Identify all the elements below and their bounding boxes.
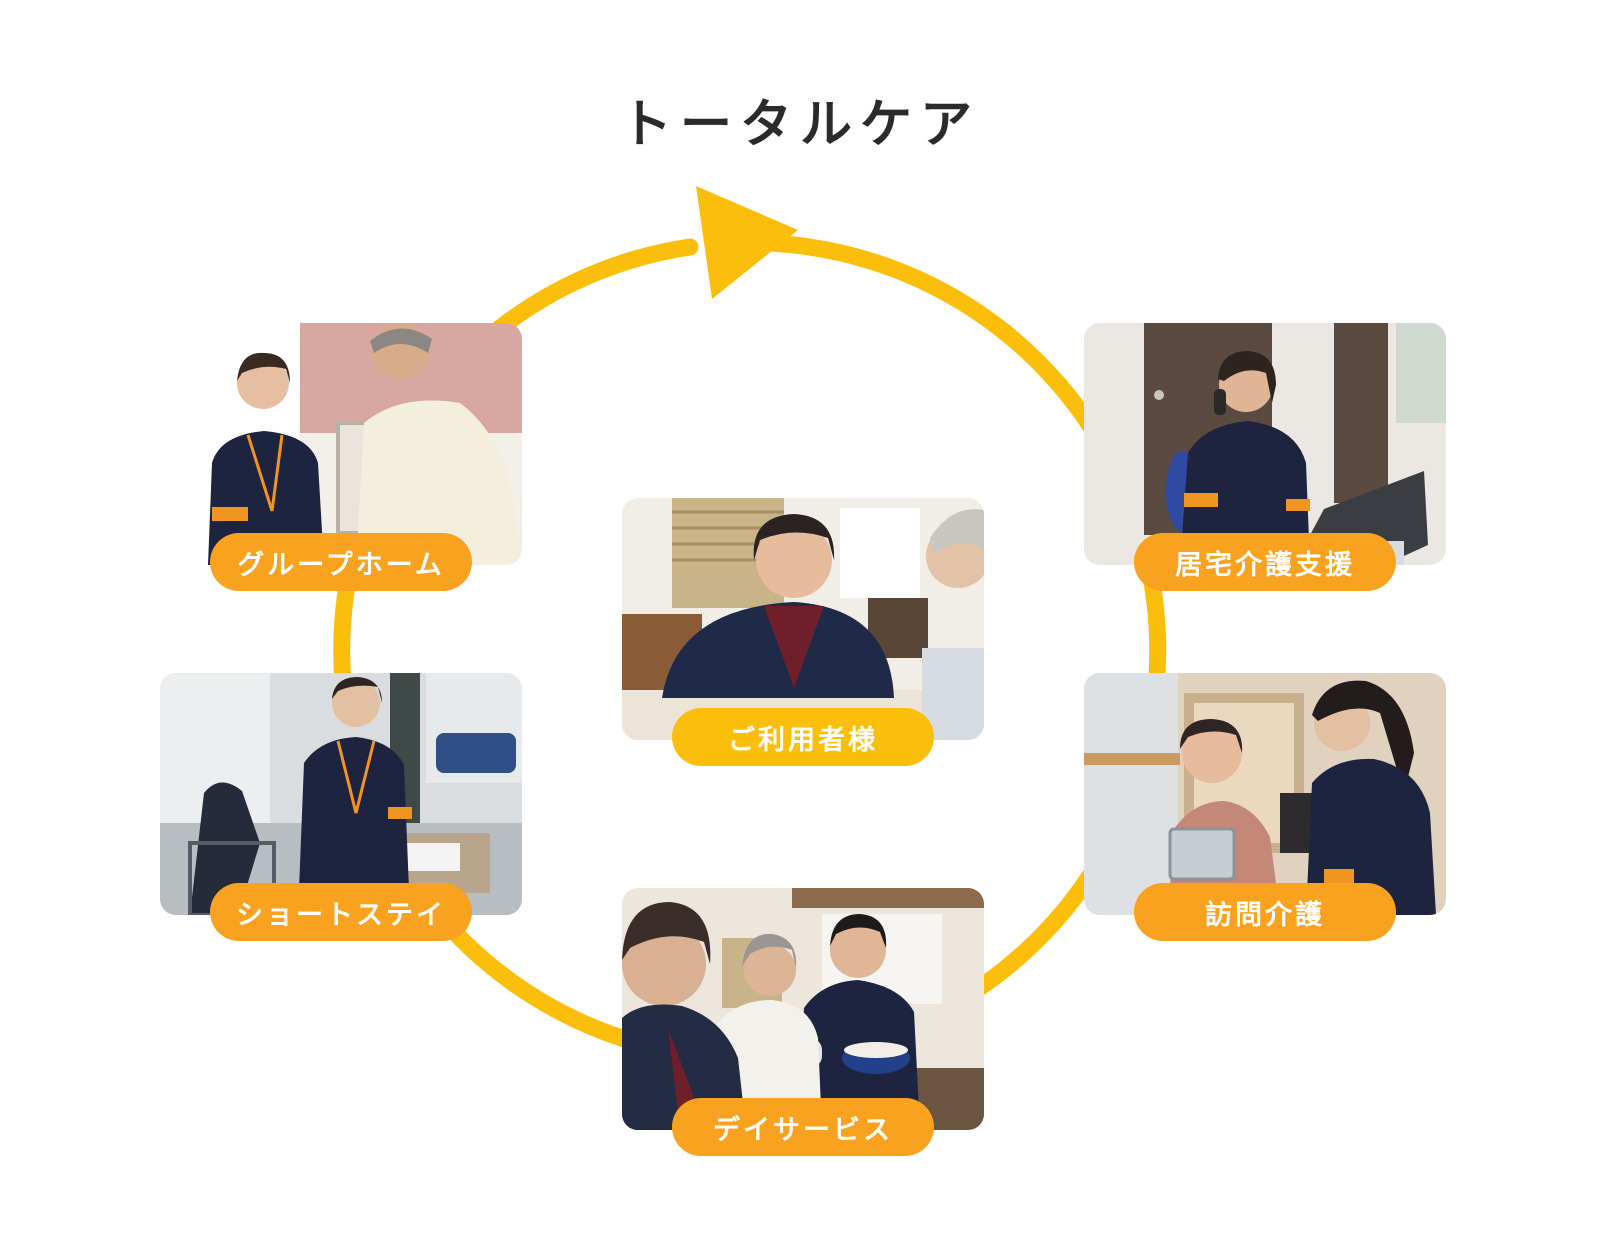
label-home-visit-care: 訪問介護	[1134, 883, 1396, 941]
label-day-service: デイサービス	[672, 1098, 934, 1156]
node-short-stay[interactable]: ショートステイ	[160, 673, 522, 941]
label-home-care-support: 居宅介護支援	[1134, 533, 1396, 591]
node-home-visit-care[interactable]: 訪問介護	[1084, 673, 1446, 941]
diagram-title: トータルケア	[619, 95, 980, 155]
node-group-home[interactable]: グループホーム	[160, 323, 522, 591]
staff-outside-facility-photo	[160, 673, 522, 915]
node-day-service[interactable]: デイサービス	[622, 888, 984, 1156]
label-group-home: グループホーム	[210, 533, 472, 591]
staff-showing-tablet-photo	[1084, 673, 1446, 915]
node-users[interactable]: ご利用者様	[622, 498, 984, 766]
care-manager-on-phone-photo	[1084, 323, 1446, 565]
label-users: ご利用者様	[672, 708, 934, 766]
arrowhead-icon	[696, 186, 798, 299]
label-short-stay: ショートステイ	[210, 883, 472, 941]
staff-with-elderly-man-photo	[160, 323, 522, 565]
elderly-woman-smiling-photo	[622, 498, 984, 740]
node-home-care-support[interactable]: 居宅介護支援	[1084, 323, 1446, 591]
staff-at-meal-photo	[622, 888, 984, 1130]
